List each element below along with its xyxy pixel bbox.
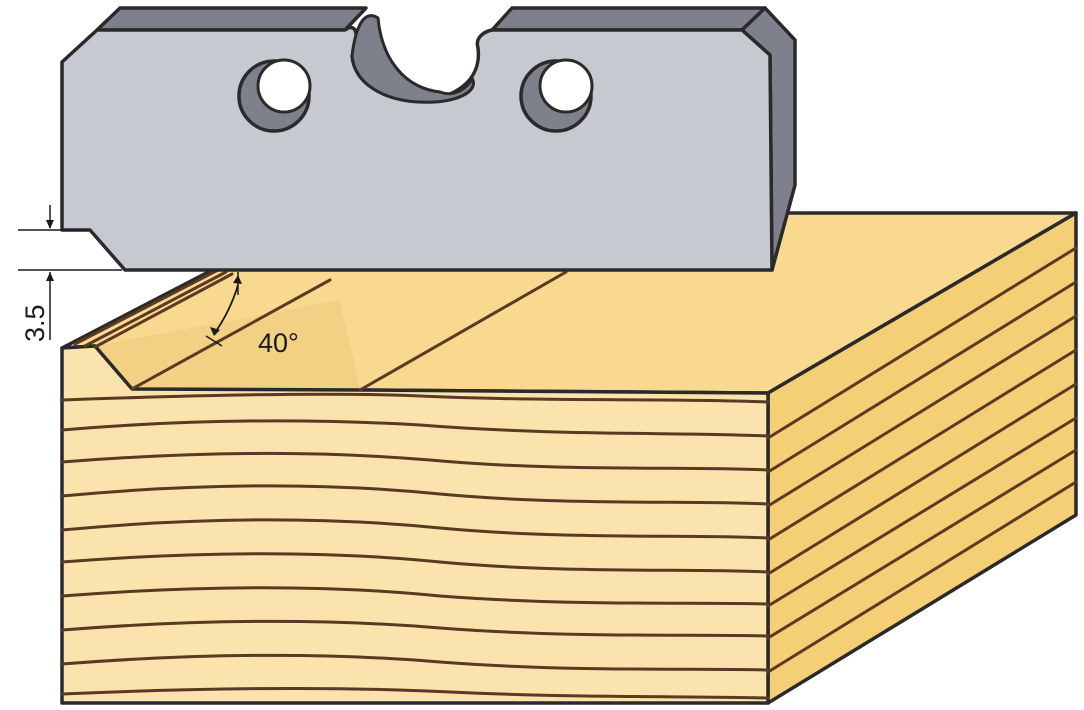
wood-block [60,211,1078,705]
side-grain-line [766,382,1078,576]
wood-top-lines [73,268,568,392]
arrow-head-top [46,220,54,229]
top-grain-line [358,270,568,392]
grain-line [60,552,770,574]
angle-label: 40° [258,328,299,358]
groove-line [130,278,332,391]
side-grain-line [766,448,1078,640]
angle-arrow-top [233,275,242,284]
depth-dimension [18,205,122,340]
groove-line [83,270,228,348]
grain-line [60,518,770,540]
side-grain-line [766,480,1078,674]
hole-opening [256,58,312,114]
knife-hole-left [237,58,312,133]
grain-line [60,686,770,700]
grain-line [60,619,770,638]
grain-line [60,653,770,672]
groove-line [93,272,234,349]
arrow-head-bottom [46,272,54,281]
angle-arrow-bottom [210,327,220,336]
knife-top-bevel-right [490,6,767,32]
grain-line [60,586,770,606]
side-grain-line [766,348,1078,542]
knife-notch-shade [350,14,475,104]
knife-top-bevel [95,6,368,32]
angle-dimension [205,272,242,347]
groove-line [73,268,220,346]
wood-front-grain [60,392,770,700]
knife-hole-right [519,58,594,133]
wood-chamfer-face [95,300,360,390]
depth-label: 3.5 [20,304,50,342]
side-grain-line [766,314,1078,508]
grain-line [60,392,770,404]
angle-leg-bottom [205,335,223,347]
knife-face [60,25,774,272]
wood-side-grain [766,246,1078,674]
grain-line [60,451,770,472]
side-grain-line [766,280,1078,474]
side-grain-line [766,416,1078,608]
hole-opening [538,58,594,114]
side-grain-line [766,246,1078,440]
profile-knife [60,6,797,272]
grain-line [60,419,770,438]
grain-line [60,484,770,506]
